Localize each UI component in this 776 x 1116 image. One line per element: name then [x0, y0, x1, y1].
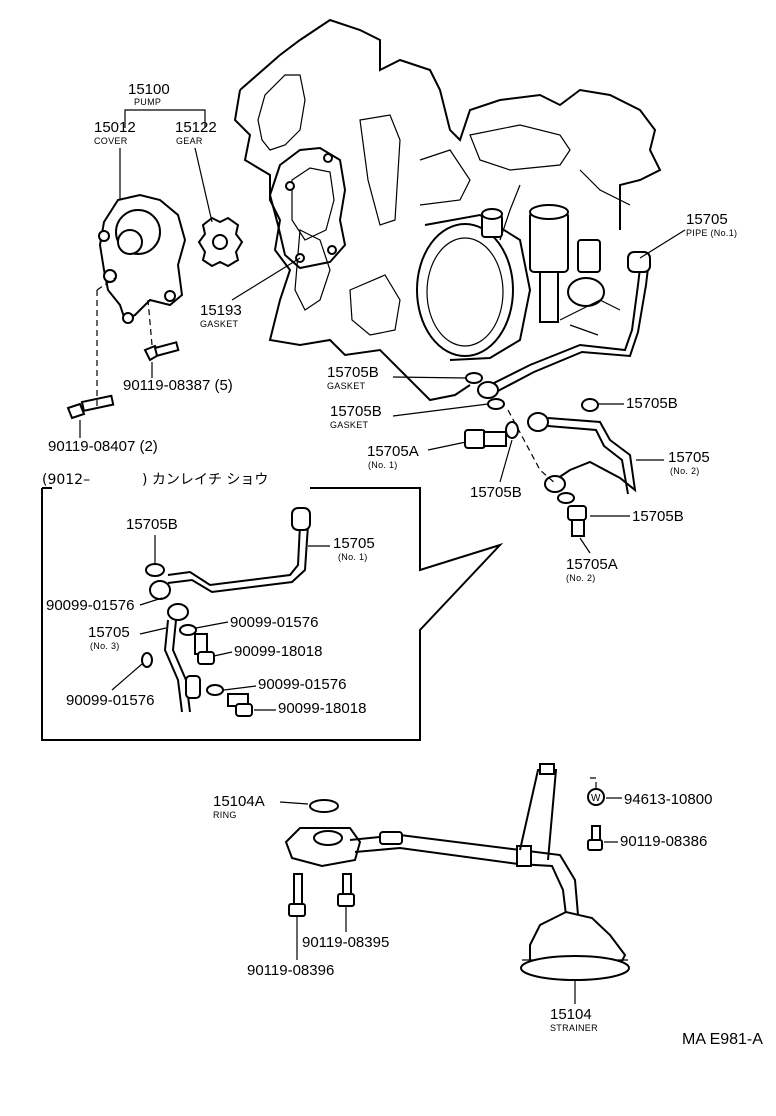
washer-w-icon: W — [591, 793, 601, 804]
union2-part-number: 15705A — [566, 556, 618, 573]
pump-part-number: 15100 — [128, 81, 170, 98]
oil-pipes-drawing — [464, 251, 651, 537]
gasket2-part-number: 15705B — [330, 403, 382, 420]
washer-r1-label: 15705B — [626, 395, 678, 412]
union-bolt-icon — [567, 505, 587, 537]
pump-assembly-drawing — [66, 146, 347, 420]
gasket1-part-name: GASKET — [327, 381, 366, 391]
inset-header-right: ) カンレイチ ショウ — [142, 472, 268, 488]
inset-bolt-b-label: 90099-18018 — [278, 700, 366, 717]
pipe2-part-number: 15705 — [668, 449, 710, 466]
inset-pipe3-sub: (No. 3) — [90, 641, 120, 651]
engine-block-drawing — [233, 18, 662, 402]
inset-pipe1-part-number: 15705 — [333, 535, 375, 552]
ring-part-number: 15104A — [213, 793, 265, 810]
cover-part-name: COVER — [94, 136, 128, 146]
inset-gasket-d-label: 90099-01576 — [66, 692, 154, 709]
inset-labels: 15705B 15705 (No. 1) 90099-01576 90099-0… — [46, 516, 375, 717]
pump-part-name: PUMP — [134, 97, 161, 107]
bolt-icon — [288, 873, 306, 917]
gasket-part-name: GASKET — [200, 319, 239, 329]
strainer-bolt-l-label: 90119-08396 — [247, 962, 334, 979]
inset-pipe1-sub: (No. 1) — [338, 552, 368, 562]
strainer-part-name: STRAINER — [550, 1023, 598, 1033]
bolt-icon — [337, 873, 355, 907]
cover-part-number: 15012 — [94, 119, 136, 136]
gasket2-part-name: GASKET — [330, 420, 369, 430]
pipe2-part-sub: (No. 2) — [670, 466, 700, 476]
union-bolt-icon — [227, 693, 253, 717]
inset-header-left: (9012– — [42, 472, 90, 488]
inset-gasket-c-label: 90099-01576 — [258, 676, 346, 693]
union1-part-sub: (No. 1) — [368, 460, 398, 470]
union-bolt-icon — [464, 421, 519, 449]
pump-bolt-label-b: 90119-08407 (2) — [48, 438, 158, 455]
washer-mid-label: 15705B — [470, 484, 522, 501]
inset-bolt-a-label: 90099-18018 — [234, 643, 322, 660]
inset-gasket-a-label: 90099-01576 — [46, 597, 134, 614]
bolt-icon — [587, 825, 603, 851]
union-bolt-icon — [194, 633, 215, 665]
ring-part-name: RING — [213, 810, 237, 820]
bolt-icon — [143, 341, 180, 362]
pump-bolt-label-a: 90119-08387 (5) — [123, 377, 233, 394]
pump-labels: 15100 PUMP 15012 COVER 15122 GEAR 15193 … — [48, 81, 301, 455]
strainer-part-number: 15104 — [550, 1006, 592, 1023]
union2-part-sub: (No. 2) — [566, 573, 596, 583]
gear-part-name: GEAR — [176, 136, 203, 146]
strainer-drawing: W — [284, 763, 630, 981]
inset-panel: (9012– ) カンレイチ ショウ — [41, 472, 504, 741]
pipe1-part-name: PIPE (No.1) — [686, 228, 737, 238]
inset-washer-top-label: 15705B — [126, 516, 178, 533]
gasket-part-number: 15193 — [200, 302, 242, 319]
gasket1-part-number: 15705B — [327, 364, 379, 381]
diagram-code: MA E981-A — [682, 1031, 763, 1048]
bolt-icon — [66, 394, 115, 420]
inset-pipe3-part-number: 15705 — [88, 624, 130, 641]
strainer-washer-label: 94613-10800 — [624, 791, 712, 808]
strainer-bolt-r-label: 90119-08386 — [620, 833, 707, 850]
strainer-labels: 15104A RING 94613-10800 90119-08386 9011… — [213, 791, 712, 1033]
strainer-bolt-m-label: 90119-08395 — [302, 934, 389, 951]
washer-r2-label: 15705B — [632, 508, 684, 525]
pipe-labels: 15705 PIPE (No.1) 15705B GASKET 15705B G… — [327, 211, 737, 583]
pipe1-part-number: 15705 — [686, 211, 728, 228]
union1-part-number: 15705A — [367, 443, 419, 460]
inset-gasket-b-label: 90099-01576 — [230, 614, 318, 631]
gear-part-number: 15122 — [175, 119, 217, 136]
